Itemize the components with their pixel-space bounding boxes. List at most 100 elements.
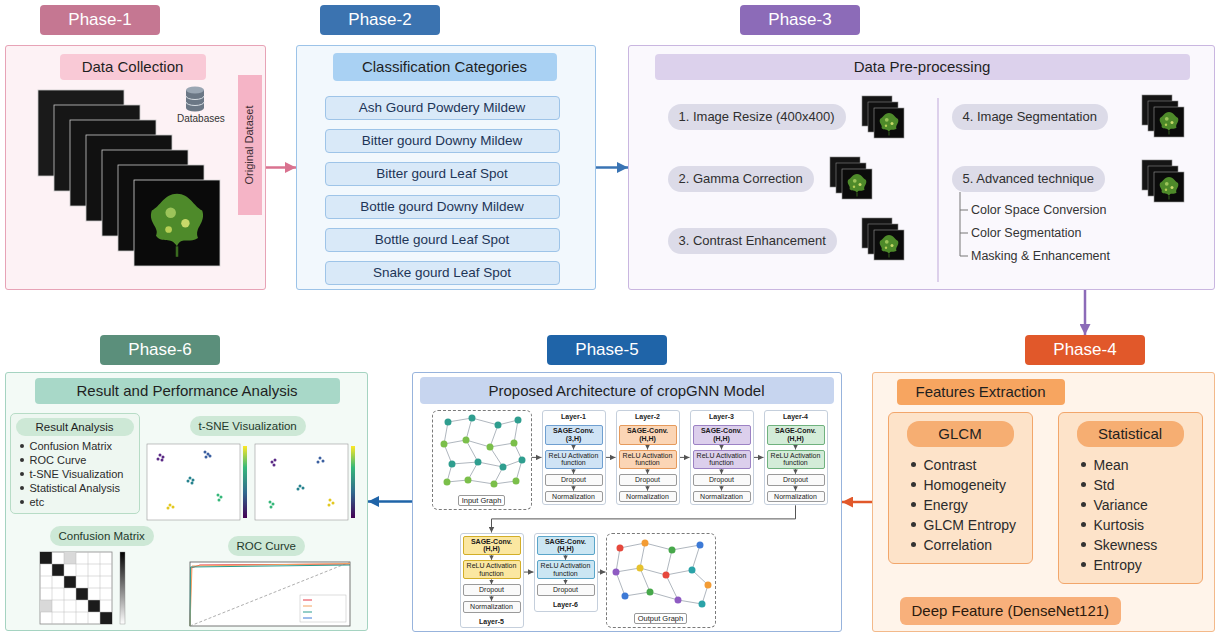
- scatter-dots: [329, 500, 333, 505]
- relu-box: ReLU Activation function: [619, 450, 677, 469]
- graph-edges: [616, 543, 708, 604]
- phase-tab: Phase-6: [100, 335, 220, 365]
- bullet-row: Contrast: [899, 455, 1022, 475]
- layer-label: Layer-5: [463, 618, 521, 626]
- pill-text: ROC Curve: [237, 540, 296, 552]
- sage-conv-box: SAGE-Conv. (H,H): [537, 536, 595, 555]
- category-item: Snake gourd Leaf Spot: [325, 261, 560, 285]
- layer-arrow: [598, 572, 606, 573]
- bullet-row: Kurtosis: [1069, 515, 1192, 535]
- legend-sample: [303, 600, 312, 601]
- op-text: Normalization: [465, 603, 519, 611]
- bullet-text: ROC Curve: [30, 454, 87, 466]
- relu-box: ReLU Activation function: [693, 450, 751, 469]
- phase-panel: Features ExtractionGLCMContrastHomogenei…: [872, 372, 1215, 632]
- graph-nodes: [650, 550, 672, 592]
- bullet-text: etc: [30, 496, 45, 508]
- bullet-dot: [20, 486, 24, 490]
- database-top: [186, 87, 204, 94]
- colorbar: [120, 552, 125, 624]
- card-title: Result Analysis: [16, 418, 134, 436]
- bullet-text: Homogeneity: [924, 477, 1007, 493]
- bullet-row: Confusion Matrix: [16, 439, 134, 453]
- bullet-text: GLCM Entropy: [924, 517, 1017, 533]
- bullet-row: Mean: [1069, 455, 1192, 475]
- scatter-dots: [218, 495, 221, 500]
- layer-op-box: Dropout: [463, 584, 521, 596]
- step-text: 4. Image Segmentation: [963, 109, 1097, 124]
- icon-caption: Databases: [177, 113, 225, 125]
- sage-conv-box: SAGE-Conv. (H,H): [767, 425, 825, 444]
- bullet-dot: [20, 444, 24, 448]
- database-band: [186, 96, 204, 106]
- op-text: Normalization: [621, 493, 675, 501]
- bullet-text: Variance: [1094, 497, 1148, 513]
- bullet-text: Std: [1094, 477, 1115, 493]
- step-pill: 4. Image Segmentation: [952, 104, 1108, 130]
- op-text: ReLU Activation function: [465, 562, 519, 577]
- plot-frame: [255, 444, 348, 520]
- legend-sample: [303, 612, 312, 613]
- pill-text: t-SNE Visualization: [199, 420, 297, 432]
- phase-tab: Phase-2: [320, 5, 440, 35]
- chance-line: [190, 562, 350, 626]
- layer-op-box: Dropout: [537, 584, 595, 596]
- bullet-dot: [1081, 562, 1086, 567]
- category-item: Bitter gourd Downy Mildew: [325, 129, 560, 153]
- relu-box: ReLU Activation function: [767, 450, 825, 469]
- category-text: Bitter gourd Downy Mildew: [362, 133, 523, 148]
- layer-label: Layer-1: [545, 413, 603, 421]
- step-pill: 3. Contrast Enhancement: [668, 228, 837, 254]
- bullet-row: etc: [16, 495, 134, 509]
- phase-arrow: [368, 500, 412, 503]
- relu-box: ReLU Activation function: [537, 560, 595, 579]
- plot-frame: [190, 562, 350, 626]
- output-graph-drawing: [616, 543, 708, 604]
- roc-line: [190, 564, 350, 627]
- phase-arrow: [1084, 290, 1087, 335]
- op-text: Normalization: [695, 493, 749, 501]
- bullet-dot: [1081, 482, 1086, 487]
- step-pill: 5. Advanced technique: [952, 166, 1106, 192]
- category-text: Bottle gourd Leaf Spot: [375, 232, 509, 247]
- colorbar: [243, 446, 247, 518]
- feature-card: GLCMContrastHomogeneityEnergyGLCM Entrop…: [888, 412, 1033, 564]
- op-text: SAGE-Conv. (H,H): [769, 427, 823, 442]
- step-text: 1. Image Resize (400x400): [679, 109, 835, 124]
- scatter-dots: [298, 486, 303, 489]
- bullet-text: Correlation: [924, 537, 992, 553]
- bullet-row: Variance: [1069, 495, 1192, 515]
- phase-tab: Phase-1: [40, 5, 160, 35]
- op-text: Dropout: [465, 586, 519, 594]
- panel-title: Features Extraction: [897, 379, 1065, 405]
- phase-label: Phase-6: [128, 340, 191, 360]
- thumbnail-stack: [830, 157, 872, 199]
- scatter-dots: [158, 455, 163, 460]
- panel-title: Data Collection: [60, 54, 206, 80]
- step-text: 5. Advanced technique: [963, 171, 1095, 186]
- layer-op-box: Dropout: [545, 474, 603, 486]
- result-pill: t-SNE Visualization: [190, 416, 306, 436]
- op-text: SAGE-Conv. (H,H): [621, 427, 675, 442]
- matrix-cells: [40, 552, 112, 624]
- bullet-text: Energy: [924, 497, 968, 513]
- bullet-dot: [1081, 522, 1086, 527]
- feature-pill: Deep Feature (DenseNet121): [900, 597, 1122, 625]
- phase-label: Phase-1: [68, 10, 131, 30]
- relu-box: ReLU Activation function: [545, 450, 603, 469]
- bullet-dot: [1081, 542, 1086, 547]
- pill-text: Confusion Matrix: [59, 530, 145, 542]
- matrix-frame: [40, 552, 112, 624]
- bullet-row: Homogeneity: [899, 475, 1022, 495]
- layer-arrow: [573, 445, 574, 450]
- colorbar: [351, 446, 355, 518]
- scatter-dots: [168, 505, 173, 508]
- sage-conv-box: SAGE-Conv. (H,H): [463, 536, 521, 555]
- graph-edges: [444, 418, 522, 484]
- layer-op-box: Normalization: [545, 491, 603, 503]
- op-text: Normalization: [769, 493, 823, 501]
- graph-nodes: [645, 543, 708, 585]
- phase-label: Phase-2: [348, 10, 411, 30]
- bullet-row: Correlation: [899, 535, 1022, 555]
- op-text: Normalization: [547, 493, 601, 501]
